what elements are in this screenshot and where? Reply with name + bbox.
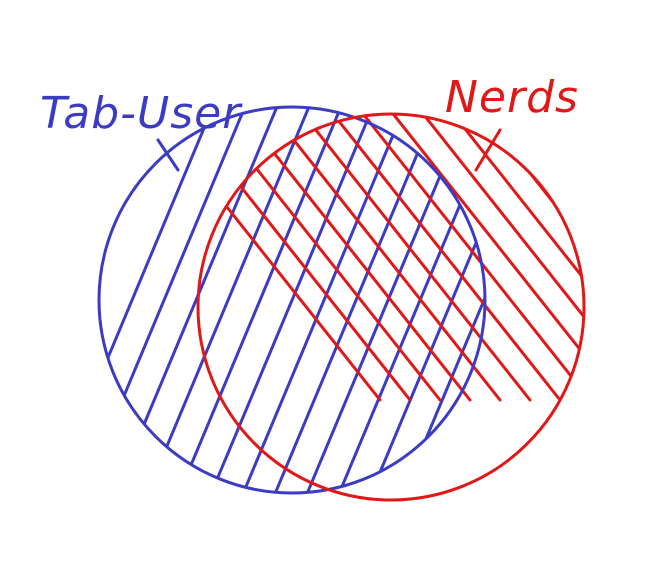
nerds-circle [196, 112, 586, 502]
hatch-line [262, 107, 446, 493]
hatch-line [230, 107, 414, 493]
tab-user-leader-line [156, 138, 180, 172]
tab-user-label: Tab-User [40, 88, 243, 139]
hatch-line [538, 114, 584, 402]
hatch-line [99, 107, 222, 493]
tab-user-circle [97, 105, 487, 495]
hatch-line [298, 114, 532, 402]
nerds-leader-line [474, 128, 502, 172]
tab-user-hatching [99, 107, 485, 493]
hatch-line [448, 114, 584, 402]
hatch-line [198, 114, 382, 402]
hatch-line [328, 114, 562, 402]
hatch-line [166, 107, 350, 493]
hatch-line [388, 114, 584, 402]
hatch-line [198, 107, 382, 493]
hatch-line [358, 107, 485, 493]
nerds-label: Nerds [445, 72, 579, 123]
hatch-line [268, 114, 502, 402]
hatch-line [418, 114, 584, 402]
hatch-line [238, 114, 472, 402]
nerds-hatching [198, 114, 584, 402]
hatch-line [358, 114, 584, 402]
